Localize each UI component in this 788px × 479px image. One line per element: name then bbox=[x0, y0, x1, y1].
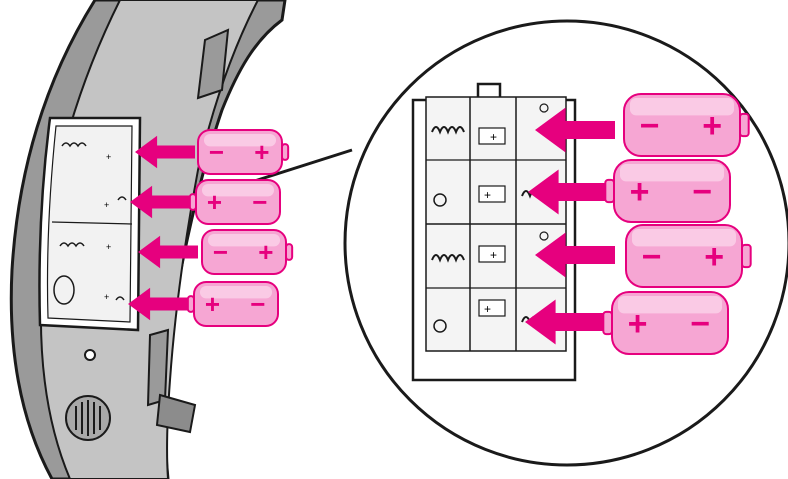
battery-left-symbol: + bbox=[207, 187, 222, 217]
battery: +− bbox=[188, 282, 278, 326]
battery: −+ bbox=[626, 225, 751, 287]
battery: −+ bbox=[198, 130, 288, 174]
battery-terminal bbox=[603, 312, 612, 334]
battery-right-symbol: − bbox=[690, 305, 710, 343]
battery-right-symbol: − bbox=[252, 187, 267, 217]
battery-right-symbol: + bbox=[254, 137, 269, 167]
battery-right-symbol: + bbox=[704, 238, 724, 276]
battery-left-symbol: − bbox=[642, 238, 662, 276]
battery: −+ bbox=[202, 230, 292, 274]
battery-right-symbol: + bbox=[258, 237, 273, 267]
battery-terminal bbox=[282, 144, 288, 160]
battery-right-symbol: − bbox=[692, 173, 712, 211]
compartment-mark: + bbox=[106, 242, 111, 252]
device-screw-hole bbox=[85, 350, 95, 360]
speaker-grille bbox=[66, 396, 110, 440]
battery-left-symbol: + bbox=[628, 305, 648, 343]
slot-mark: + bbox=[484, 302, 491, 316]
battery: +− bbox=[605, 160, 730, 222]
battery-terminal bbox=[188, 296, 194, 312]
battery-terminal bbox=[605, 180, 614, 202]
battery: +− bbox=[603, 292, 728, 354]
battery-terminal bbox=[740, 114, 749, 136]
slot-mark: + bbox=[490, 248, 497, 262]
battery-terminal bbox=[190, 194, 196, 210]
compartment-mark: + bbox=[106, 152, 111, 162]
battery-right-symbol: − bbox=[250, 289, 265, 319]
battery-terminal bbox=[286, 244, 292, 260]
slot-mark: + bbox=[484, 188, 491, 202]
battery-left-symbol: + bbox=[630, 173, 650, 211]
slot-mark: + bbox=[490, 130, 497, 144]
battery: +− bbox=[190, 180, 280, 224]
battery-left-symbol: − bbox=[209, 137, 224, 167]
compartment-mark: + bbox=[104, 200, 109, 210]
compartment-mark: + bbox=[104, 292, 109, 302]
battery-right-symbol: + bbox=[702, 107, 722, 145]
battery-left-symbol: − bbox=[213, 237, 228, 267]
battery-left-symbol: − bbox=[640, 107, 660, 145]
battery-left-symbol: + bbox=[205, 289, 220, 319]
device-side-button bbox=[148, 330, 168, 405]
device-knob bbox=[157, 395, 195, 432]
battery: −+ bbox=[624, 94, 749, 156]
battery-terminal bbox=[742, 245, 751, 267]
